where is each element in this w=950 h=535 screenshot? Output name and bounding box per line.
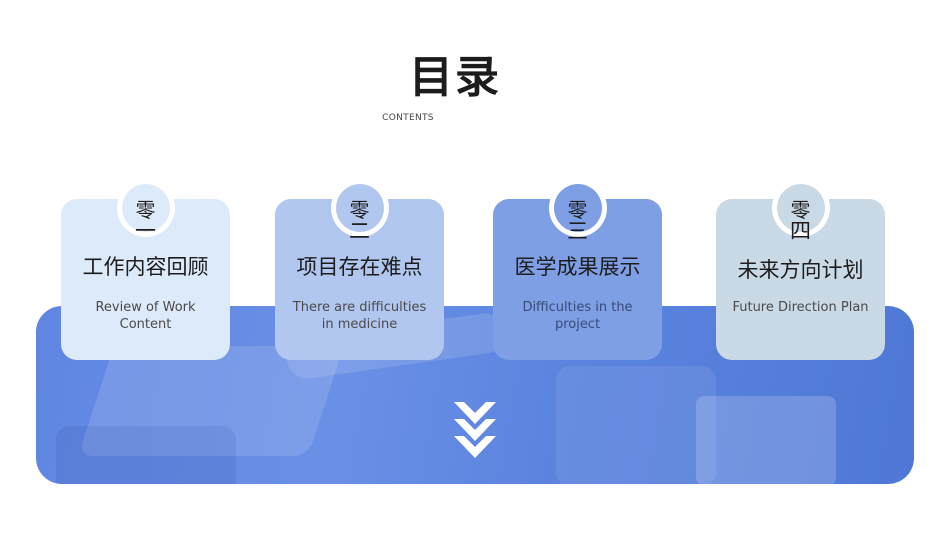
card-number: 四 <box>790 219 811 243</box>
card-subtitle: Review of Work Content <box>95 300 196 332</box>
card-subtitle: There are difficulties in medicine <box>292 300 427 332</box>
double-chevron-down-icon <box>454 402 496 458</box>
card-number: 三 <box>567 219 588 243</box>
photo-shape <box>56 426 236 484</box>
card-badge-label: 零 <box>335 184 384 232</box>
card-badge: 零 <box>548 179 607 237</box>
menu-card-3[interactable]: 零 三 医学成果展示 Difficulties in the project <box>493 179 662 360</box>
card-subtitle: Future Direction Plan <box>732 300 869 315</box>
card-number: 二 <box>349 219 370 243</box>
card-badge: 零 <box>116 179 175 237</box>
menu-card-2[interactable]: 零 二 项目存在难点 There are difficulties in med… <box>275 179 444 360</box>
card-title: 项目存在难点 <box>296 255 423 279</box>
photo-shape <box>556 366 716 484</box>
card-badge: 零 <box>330 179 389 237</box>
card-number: 一 <box>135 219 156 243</box>
card-badge-label: 零 <box>776 184 825 232</box>
menu-card-4[interactable]: 零 四 未来方向计划 Future Direction Plan <box>716 179 885 360</box>
card-badge: 零 <box>771 179 830 237</box>
card-badge-label: 零 <box>553 184 602 232</box>
page-title: 目录 <box>409 52 501 103</box>
page-subtitle: CONTENTS <box>382 113 434 123</box>
photo-shape <box>696 396 836 484</box>
card-subtitle: Difficulties in the project <box>522 300 633 332</box>
card-title: 医学成果展示 <box>514 255 641 279</box>
menu-card-1[interactable]: 零 一 工作内容回顾 Review of Work Content <box>61 179 230 360</box>
card-title: 工作内容回顾 <box>82 255 209 279</box>
card-badge-label: 零 <box>121 184 170 232</box>
card-title: 未来方向计划 <box>737 258 864 282</box>
